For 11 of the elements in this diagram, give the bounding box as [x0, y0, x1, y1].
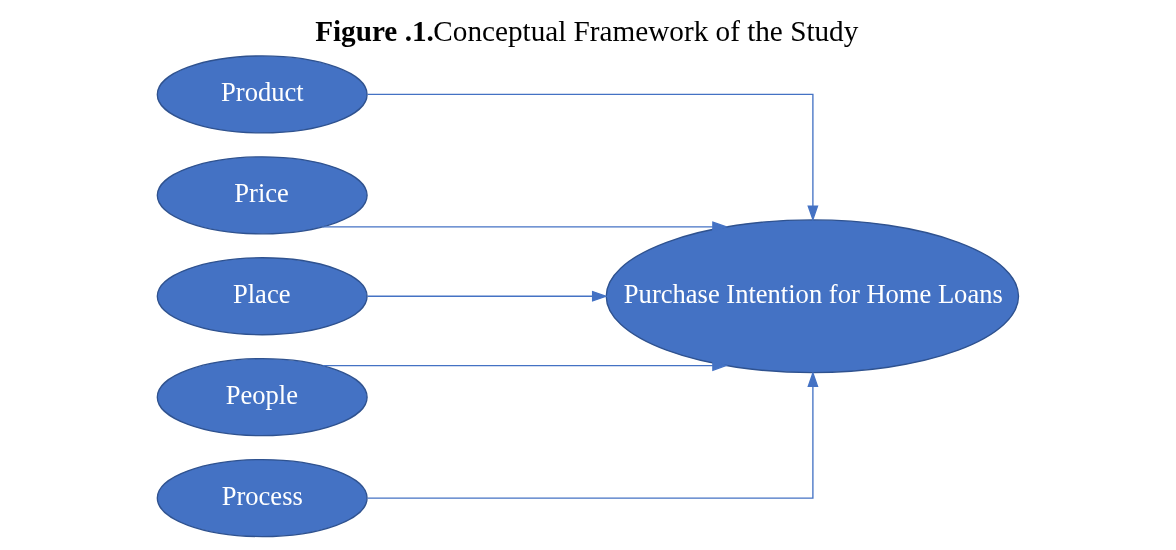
arrow [322, 360, 729, 372]
node-ellipse: Price [156, 156, 368, 235]
arrow [322, 221, 729, 233]
arrow [366, 290, 608, 302]
diagram-title: Figure .1.Conceptual Framework of the Study [315, 14, 859, 47]
node-ellipse: People [156, 358, 368, 437]
node-ellipse: Product [156, 55, 368, 134]
arrow [367, 371, 819, 499]
node-ellipse: Place [156, 257, 368, 336]
arrow [367, 93, 819, 222]
node-ellipse: Process [156, 458, 368, 538]
